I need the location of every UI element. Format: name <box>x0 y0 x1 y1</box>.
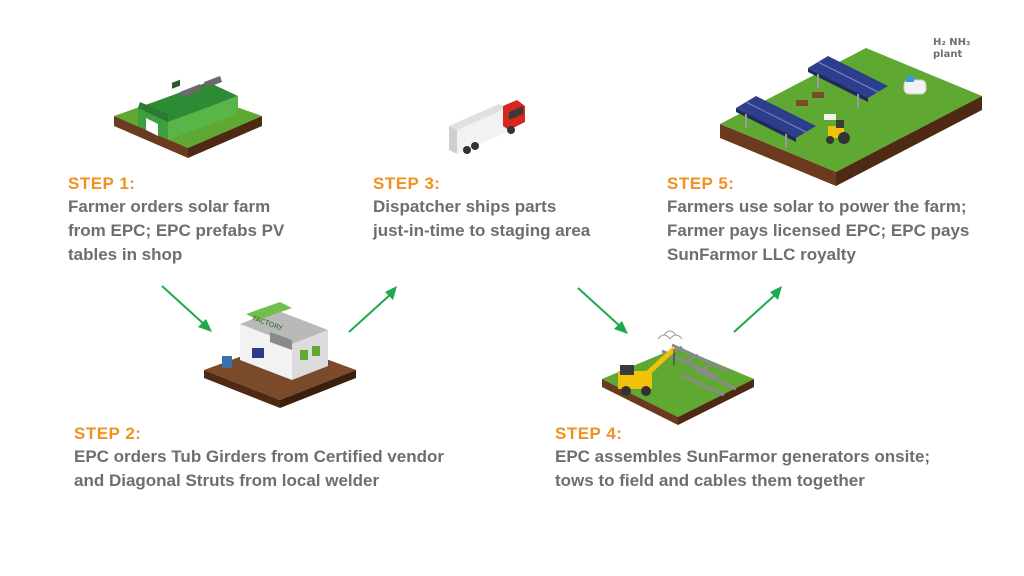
step-2-line-2: and Diagonal Struts from local welder <box>74 471 380 490</box>
arrow-step4-to-step5 <box>733 286 782 333</box>
step-1-line-1: Farmer orders solar farm <box>68 197 271 216</box>
truck-icon <box>449 100 525 154</box>
arrow-step2-to-step3 <box>348 286 397 333</box>
step-1-line-2: from EPC; EPC prefabs PV <box>68 221 285 240</box>
step-1: STEP 1: Farmer orders solar farm from EP… <box>68 173 284 267</box>
step-2: STEP 2: EPC orders Tub Girders from Cert… <box>74 423 444 493</box>
solar-panel-row-1 <box>736 96 816 142</box>
step-4-line-2: tows to field and cables them together <box>555 471 865 490</box>
step-5-line-2: Farmer pays licensed EPC; EPC pays <box>667 221 970 240</box>
step-3: STEP 3: Dispatcher ships parts just-in-t… <box>373 173 590 243</box>
step-5-line-1: Farmers use solar to power the farm; <box>667 197 967 216</box>
solar-panel-row-2 <box>808 56 888 102</box>
step-3-line-2: just-in-time to staging area <box>373 221 591 240</box>
plant-label-line-1: H₂ NH₃ <box>933 37 971 48</box>
step-3-title: STEP 3: <box>373 174 441 193</box>
step-1-line-3: tables in shop <box>68 245 183 264</box>
arrow-step3-to-step4 <box>577 287 628 334</box>
step-4-title: STEP 4: <box>555 424 623 443</box>
step-4-line-1: EPC assembles SunFarmor generators onsit… <box>555 447 931 466</box>
step-2-title: STEP 2: <box>74 424 142 443</box>
factory-icon: FACTORY <box>204 302 356 408</box>
step-2-line-1: EPC orders Tub Girders from Certified ve… <box>74 447 444 466</box>
crane-icon <box>602 330 754 425</box>
solar-farm-icon <box>720 48 982 186</box>
step-4: STEP 4: EPC assembles SunFarmor generato… <box>555 423 930 493</box>
plant-label-line-2: plant <box>933 49 963 60</box>
arrow-step1-to-step2 <box>161 285 212 332</box>
step-5-title: STEP 5: <box>667 174 735 193</box>
step-5: STEP 5: Farmers use solar to power the f… <box>667 173 969 267</box>
step-1-title: STEP 1: <box>68 174 136 193</box>
barn-icon <box>114 76 262 158</box>
step-5-line-3: SunFarmor LLC royalty <box>667 245 856 264</box>
step-3-line-1: Dispatcher ships parts <box>373 197 557 216</box>
plant-label: H₂ NH₃ plant <box>933 37 970 61</box>
